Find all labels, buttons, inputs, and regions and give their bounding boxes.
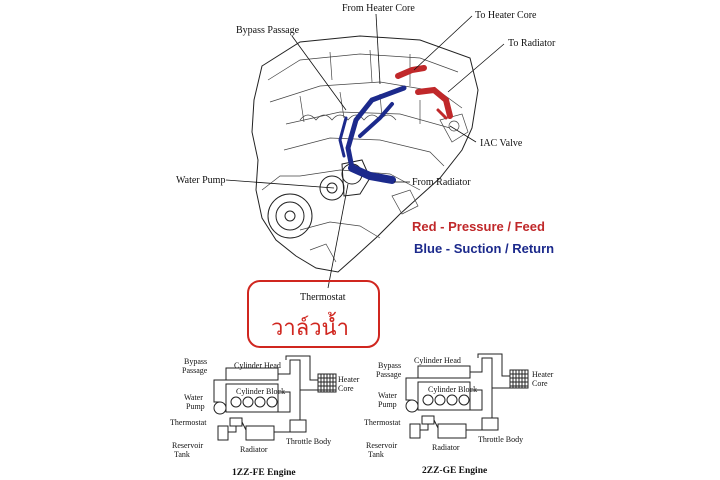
s1-caption: 1ZZ-FE Engine — [232, 468, 296, 478]
s1-pump: Pump — [186, 402, 205, 411]
schematic-1zz-fe: Bypass Passage Cylinder Head Cylinder Bl… — [170, 355, 360, 478]
s1-heater: Heater — [338, 375, 360, 384]
s1-core: Core — [338, 384, 354, 393]
water-pump-symbol — [405, 399, 419, 413]
s1-bypass: Bypass — [184, 357, 207, 366]
highlight-box — [247, 280, 380, 348]
label-iac-valve: IAC Valve — [480, 138, 523, 149]
water-pump-symbol — [213, 401, 227, 415]
schematic-2zz-ge: Bypass Passage Cylinder Head Cylinder Bl… — [364, 353, 554, 476]
thai-annotation: วาล์วน้ำ — [271, 312, 349, 341]
s2-cylinder-block: Cylinder Block — [428, 385, 477, 394]
thermostat-callout: Thermostat วาล์วน้ำ — [247, 280, 380, 348]
suction-return-pipes — [338, 85, 407, 184]
s1-throttle-body: Throttle Body — [286, 437, 331, 446]
cylinder-block-box — [225, 383, 279, 413]
label-bypass-passage: Bypass Passage — [236, 25, 300, 36]
leader-lines — [225, 13, 505, 289]
s2-passage: Passage — [376, 370, 402, 379]
s1-reservoir: Reservoir — [172, 441, 203, 450]
label-to-radiator: To Radiator — [508, 38, 556, 49]
s2-caption: 2ZZ-GE Engine — [422, 466, 487, 476]
s2-throttle-body: Throttle Body — [478, 435, 523, 444]
s1-tank: Tank — [174, 450, 190, 459]
s1-cylinder-block: Cylinder Block — [236, 387, 285, 396]
color-legend: Red - Pressure / Feed Blue - Suction / R… — [412, 219, 554, 256]
s2-core: Core — [532, 379, 548, 388]
s2-cylinder-head: Cylinder Head — [414, 356, 461, 365]
s2-reservoir: Reservoir — [366, 441, 397, 450]
s1-thermostat: Thermostat — [170, 418, 207, 427]
s2-radiator: Radiator — [432, 443, 460, 452]
s1-water: Water — [184, 393, 203, 402]
label-from-heater-core: From Heater Core — [342, 3, 415, 14]
s2-thermostat: Thermostat — [364, 418, 401, 427]
engine-drawing — [251, 35, 479, 273]
main-labels: From Heater Core To Heater Core Bypass P… — [176, 3, 556, 188]
s2-pump: Pump — [378, 400, 397, 409]
label-to-heater-core: To Heater Core — [475, 10, 537, 21]
radiator-box — [437, 423, 467, 439]
s2-water: Water — [378, 391, 397, 400]
s2-tank: Tank — [368, 450, 384, 459]
radiator-box — [245, 425, 275, 441]
s1-cylinder-head: Cylinder Head — [234, 361, 281, 370]
label-thermostat: Thermostat — [300, 292, 346, 303]
label-from-radiator: From Radiator — [412, 177, 471, 188]
s1-radiator: Radiator — [240, 445, 268, 454]
label-water-pump: Water Pump — [176, 175, 225, 186]
s1-passage: Passage — [182, 366, 208, 375]
legend-red: Red - Pressure / Feed — [412, 219, 545, 234]
cylinder-block-box — [417, 381, 471, 411]
s2-heater: Heater — [532, 370, 554, 379]
pressure-feed-pipes — [395, 65, 453, 120]
legend-blue: Blue - Suction / Return — [414, 241, 554, 256]
s2-bypass: Bypass — [378, 361, 401, 370]
